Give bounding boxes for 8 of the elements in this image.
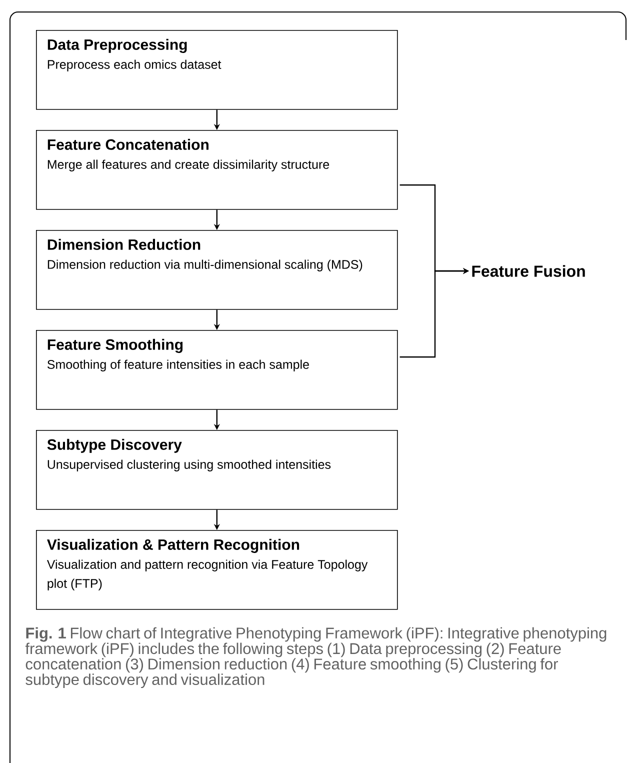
process-box: Data Preprocessing Preprocess each omics dataset — [36, 30, 398, 110]
process-box: Feature Concatenation Merge all features and create dissimilarity structure — [36, 130, 398, 210]
figure-caption: Fig. 1 Flow chart of Integrative Phenotyping Framework (iPF): Integrative phenotyping framework (iPF) includes the following steps (1) Data preprocessing (2) Feature concatenation (3) Dimension reduction (4) Feature smoothing (5) Clustering for subtype discovery and visualization — [25, 627, 606, 688]
process-box: Visualization & Pattern Recognition Visualization and pattern recognition via Feature Topology plot (FTP) — [36, 530, 398, 610]
process-box: Feature Smoothing Smoothing of feature intensities in each sample — [36, 330, 398, 410]
side-label: Feature Fusion — [472, 265, 585, 277]
process-box: Subtype Discovery Unsupervised clustering using smoothed intensities — [36, 430, 398, 510]
process-box: Dimension Reduction Dimension reduction via multi-dimensional scaling (MDS) — [36, 230, 398, 310]
